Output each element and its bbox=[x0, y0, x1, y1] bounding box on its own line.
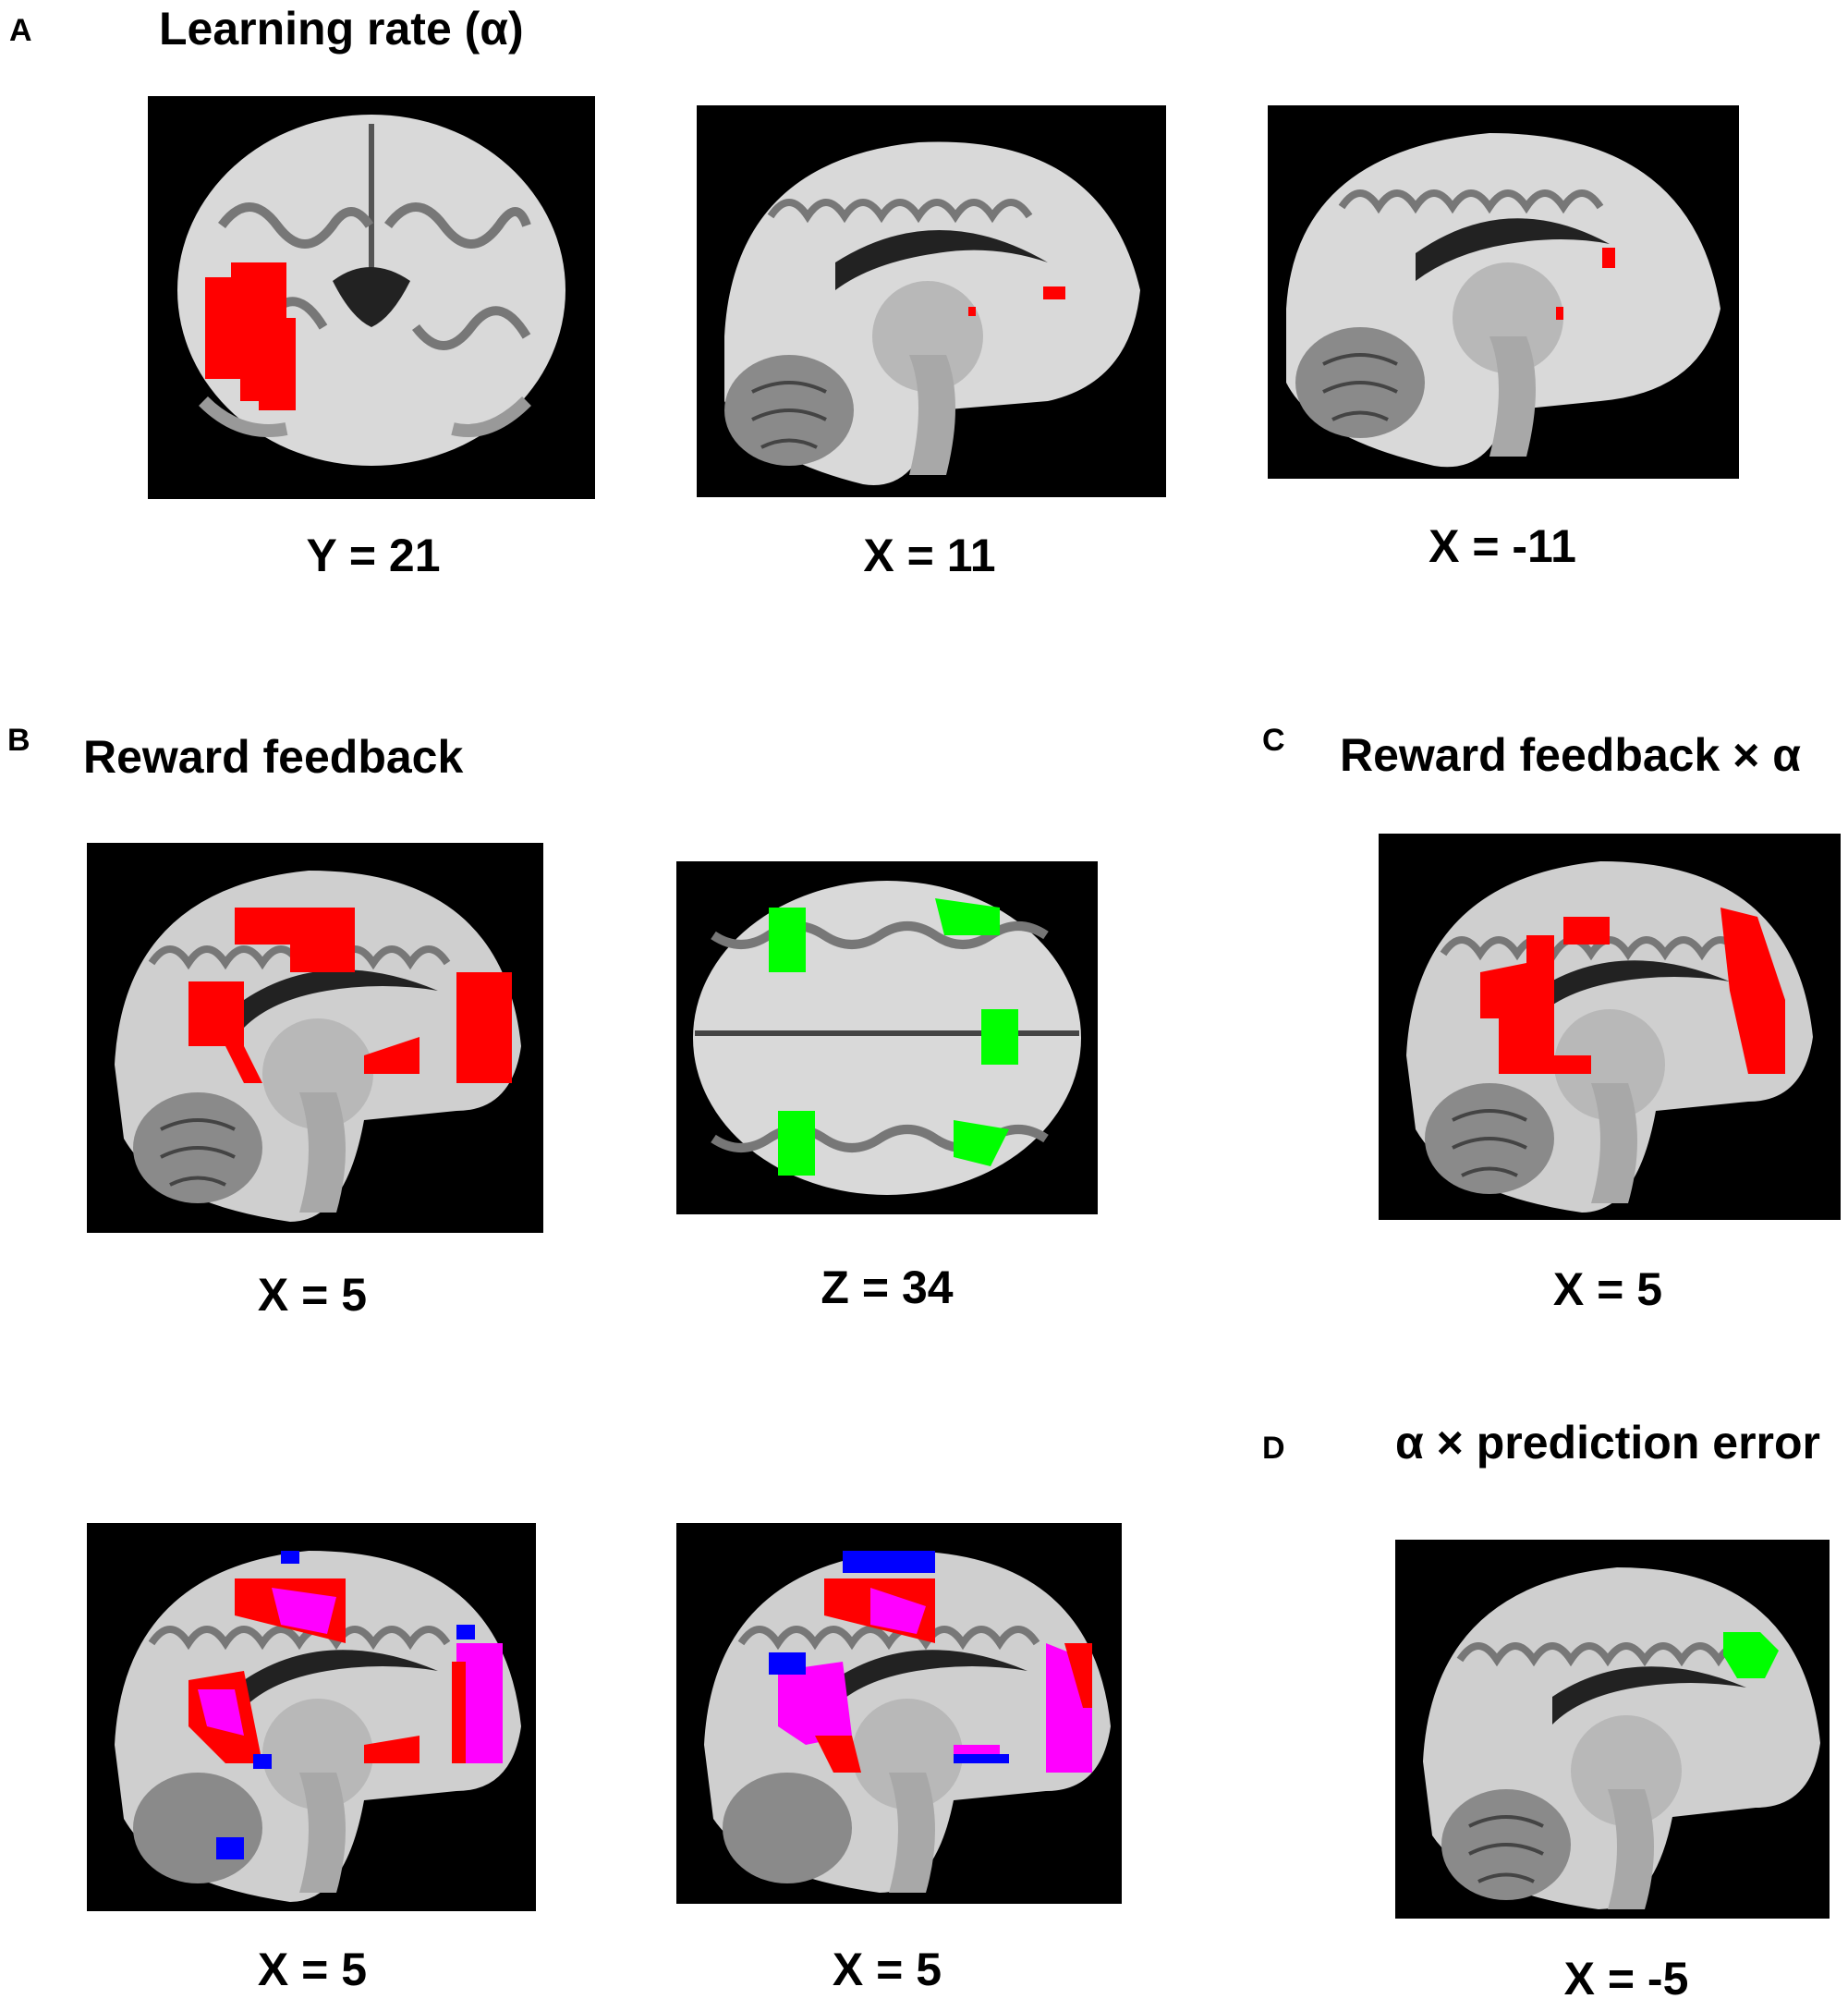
coordinate-label-b1: X = 5 bbox=[257, 1269, 368, 1321]
coordinate-label-b3: X = 5 bbox=[257, 1944, 368, 1995]
panel-title-c: Reward feedback × α bbox=[1340, 729, 1801, 781]
coordinate-label-d1: X = -5 bbox=[1563, 1953, 1689, 2005]
panel-letter-c: C bbox=[1262, 723, 1285, 758]
coordinate-label-b4: X = 5 bbox=[832, 1944, 942, 1995]
panel-letter-d: D bbox=[1262, 1431, 1285, 1466]
panel-title-a: Learning rate (α) bbox=[159, 3, 524, 55]
coordinate-label-a1: Y = 21 bbox=[306, 530, 441, 581]
brain-scan-sagittal-b3 bbox=[87, 1523, 536, 1911]
panel-title-d: α × prediction error bbox=[1395, 1417, 1821, 1469]
brain-scan-sagittal-c1-image bbox=[1406, 861, 1813, 1213]
coordinate-label-a3: X = -11 bbox=[1429, 520, 1576, 572]
panel-title-b: Reward feedback bbox=[83, 731, 464, 783]
brain-scan-coronal-a1-image bbox=[177, 115, 565, 466]
brain-scan-axial-b2 bbox=[676, 861, 1098, 1214]
brain-scan-sagittal-c1 bbox=[1379, 834, 1841, 1220]
brain-scan-sagittal-a2 bbox=[697, 105, 1166, 497]
coordinate-label-c1: X = 5 bbox=[1552, 1263, 1663, 1315]
brain-scan-sagittal-b4 bbox=[676, 1523, 1122, 1904]
brain-scan-sagittal-a3 bbox=[1268, 105, 1739, 479]
brain-scan-axial-b2-image bbox=[693, 881, 1081, 1195]
brain-scan-sagittal-d1-image bbox=[1423, 1567, 1820, 1909]
panel-letter-b: B bbox=[7, 723, 30, 758]
coordinate-label-b2: Z = 34 bbox=[821, 1261, 954, 1313]
brain-scan-sagittal-a2-image bbox=[724, 141, 1140, 485]
coordinate-label-a2: X = 11 bbox=[863, 530, 996, 581]
brain-scan-sagittal-b1 bbox=[87, 843, 543, 1233]
brain-scan-sagittal-a3-image bbox=[1286, 133, 1720, 468]
brain-scan-coronal-a1 bbox=[148, 96, 595, 499]
brain-scan-sagittal-b4-image bbox=[704, 1551, 1111, 1893]
brain-scan-sagittal-d1 bbox=[1395, 1540, 1830, 1919]
brain-scan-sagittal-b1-image bbox=[115, 871, 521, 1222]
brain-scan-sagittal-b3-image bbox=[115, 1551, 521, 1902]
panel-letter-a: A bbox=[9, 13, 32, 48]
